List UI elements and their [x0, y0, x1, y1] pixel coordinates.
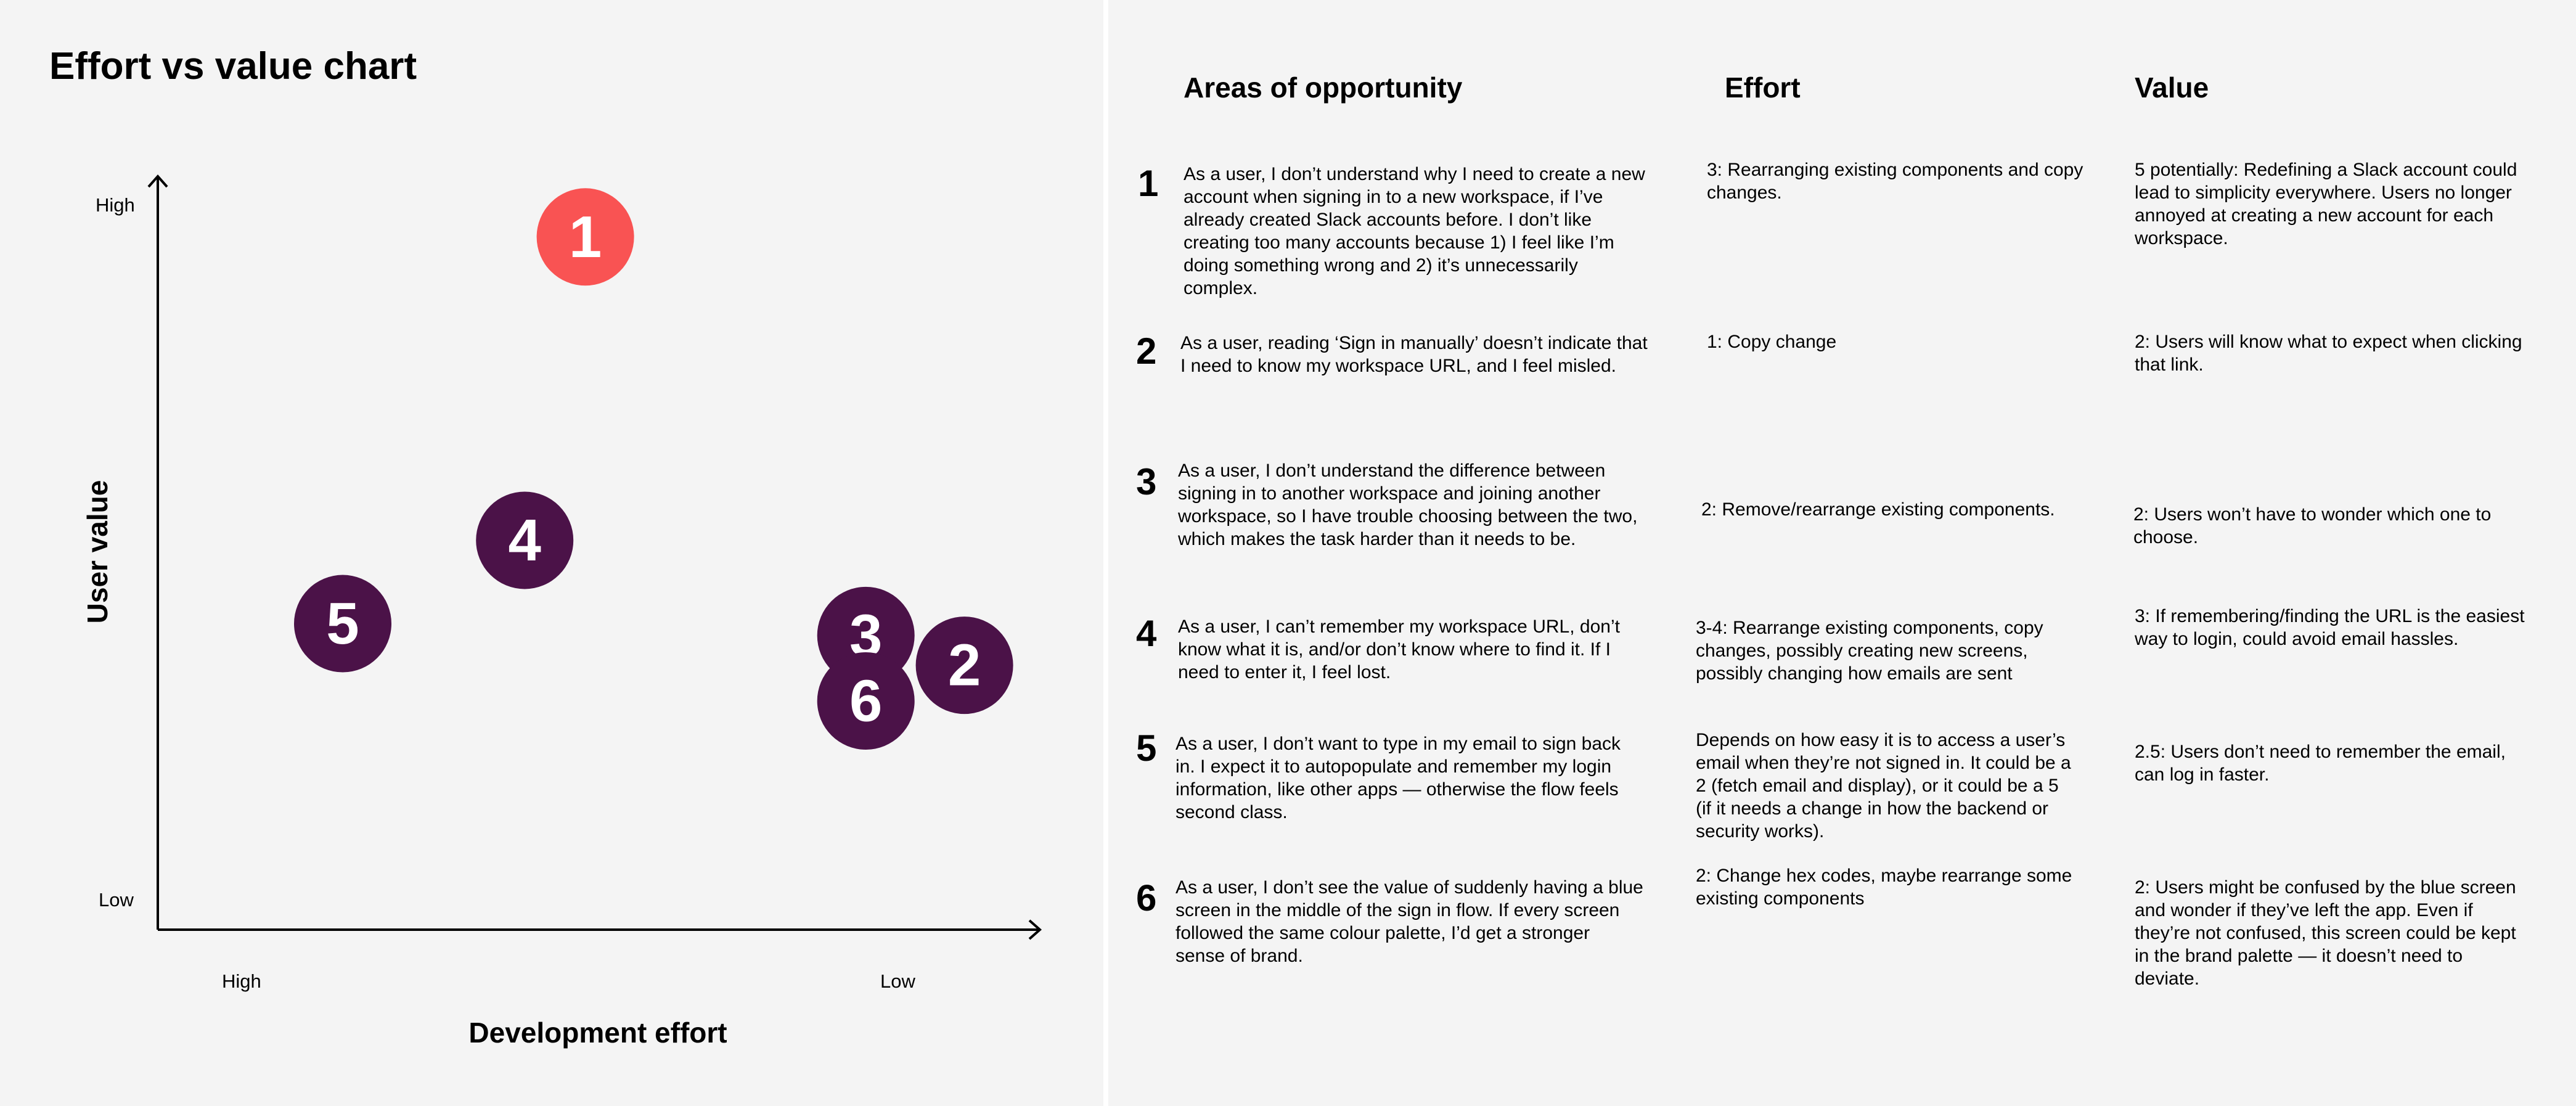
row-number: 6 [1136, 877, 1157, 919]
point-5: 5 [294, 575, 391, 673]
point-marker [817, 652, 915, 750]
point-6: 6 [817, 652, 915, 750]
point-4: 4 [476, 491, 574, 589]
x-axis-label: Development effort [468, 1017, 727, 1049]
x-tick-low: Low [880, 970, 915, 992]
point-marker [915, 616, 1013, 715]
row-effort-text: 3-4: Rearrange existing components, copy… [1696, 618, 2043, 684]
header-effort: Effort [1725, 72, 1801, 104]
point-marker [294, 575, 391, 673]
row-effort-text: 3: Rearranging existing components and c… [1707, 160, 2083, 203]
header-areas-of-opportunity: Areas of opportunity [1184, 72, 1463, 104]
row-area-text: As a user, I don’t understand why I need… [1184, 164, 1645, 298]
row-value-text: 2.5: Users don’t need to remember the em… [2135, 742, 2506, 785]
row-effort-text: 2: Remove/rearrange existing components. [1701, 499, 2055, 520]
point-marker [476, 491, 574, 589]
row-value-text: 2: Users might be confused by the blue s… [2135, 877, 2516, 989]
y-axis-label: User value [81, 480, 113, 624]
x-tick-high: High [222, 970, 261, 992]
row-value-text: 3: If remembering/finding the URL is the… [2135, 606, 2525, 649]
point-label: 4 [509, 507, 541, 573]
point-label: 1 [569, 204, 602, 270]
x-axis-arrow [1028, 919, 1042, 940]
row-area-text: As a user, I don’t want to type in my em… [1176, 734, 1621, 822]
row-effort-text: Depends on how easy it is to access a us… [1696, 730, 2071, 842]
point-label: 6 [849, 668, 882, 734]
point-label: 2 [948, 633, 981, 698]
y-tick-low: Low [99, 889, 134, 911]
row-area-text: As a user, I can’t remember my workspace… [1178, 616, 1620, 682]
point-2: 2 [915, 616, 1013, 715]
row-effort-text: 2: Change hex codes, maybe rearrange som… [1696, 866, 2072, 909]
row-value-text: 2: Users will know what to expect when c… [2135, 332, 2522, 375]
point-marker [536, 188, 634, 286]
row-area-text: As a user, I don’t see the value of sudd… [1176, 877, 1643, 966]
point-1: 1 [536, 188, 634, 286]
header-value: Value [2135, 72, 2209, 104]
chart-title: Effort vs value chart [49, 45, 417, 88]
row-number: 4 [1136, 613, 1157, 654]
y-axis-arrow [147, 174, 168, 188]
point-label: 5 [326, 591, 359, 657]
row-area-text: As a user, I don’t understand the differ… [1178, 461, 1638, 549]
row-number: 1 [1138, 163, 1159, 204]
row-area-text: As a user, reading ‘Sign in manually’ do… [1180, 333, 1648, 376]
row-effort-text: 1: Copy change [1707, 332, 1837, 352]
row-number: 5 [1136, 727, 1157, 769]
row-number: 3 [1136, 461, 1157, 502]
y-tick-high: High [96, 194, 135, 216]
row-value-text: 2: Users won’t have to wonder which one … [2133, 504, 2492, 547]
row-value-text: 5 potentially: Redefining a Slack accoun… [2135, 160, 2517, 248]
row-number: 2 [1136, 330, 1157, 372]
table-panel [1108, 0, 2576, 1106]
